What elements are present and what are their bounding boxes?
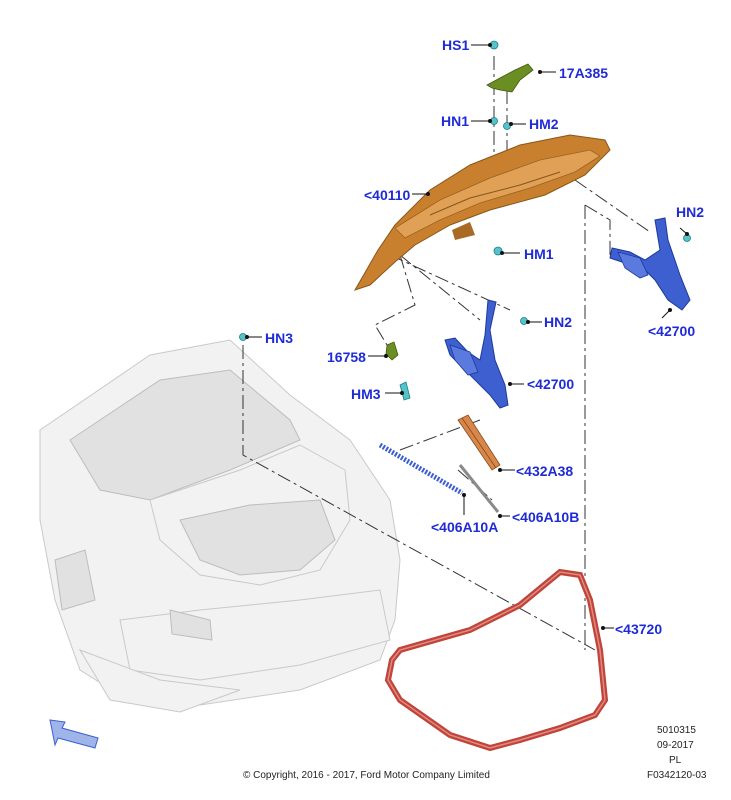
ref-code-3: PL xyxy=(669,755,682,766)
orientation-arrow-icon xyxy=(49,719,99,749)
ref-code-4: F0342120-03 xyxy=(647,770,707,781)
spring-406a10a xyxy=(378,442,464,496)
callout-leaders xyxy=(245,43,689,630)
damper-432a38 xyxy=(457,414,501,471)
callout-hm1[interactable]: HM1 xyxy=(524,246,554,262)
callout-17a385[interactable]: 17A385 xyxy=(559,65,608,81)
callout-hm3[interactable]: HM3 xyxy=(351,386,381,402)
copyright-text: © Copyright, 2016 - 2017, Ford Motor Com… xyxy=(243,770,490,781)
callout-406a10a[interactable]: <406A10A xyxy=(431,519,498,535)
callout-hn3[interactable]: HN3 xyxy=(265,330,293,346)
fasteners xyxy=(239,40,691,401)
callout-406a10b[interactable]: <406A10B xyxy=(512,509,579,525)
callout-42700-right[interactable]: <42700 xyxy=(648,323,695,339)
weatherstrip-43720 xyxy=(384,568,609,752)
callout-16758[interactable]: 16758 xyxy=(327,349,366,365)
ref-code-1: 5010315 xyxy=(657,725,696,736)
rod-406a10b xyxy=(458,464,500,513)
ref-code-2: 09-2017 xyxy=(657,740,694,751)
footer: © Copyright, 2016 - 2017, Ford Motor Com… xyxy=(243,725,707,781)
callout-hs1[interactable]: HS1 xyxy=(442,37,469,53)
callout-43720[interactable]: <43720 xyxy=(615,621,662,637)
vehicle-body xyxy=(39,339,401,713)
callout-labels: HS1 17A385 HN1 HM2 <40110 HN2 HM1 <42700… xyxy=(265,37,704,637)
bracket-17a385 xyxy=(486,63,534,93)
callout-hn2-right[interactable]: HN2 xyxy=(676,204,704,220)
trunk-lid xyxy=(353,134,611,291)
callout-40110[interactable]: <40110 xyxy=(364,187,411,203)
callout-hm2[interactable]: HM2 xyxy=(529,116,559,132)
trunk-hinge-right xyxy=(609,217,691,311)
callout-42700-mid[interactable]: <42700 xyxy=(527,376,574,392)
bracket-16758 xyxy=(385,341,399,361)
callout-hn1[interactable]: HN1 xyxy=(441,113,469,129)
callout-hn2-mid[interactable]: HN2 xyxy=(544,314,572,330)
callout-432a38[interactable]: <432A38 xyxy=(516,463,573,479)
trunk-hinge-mid xyxy=(444,299,509,409)
